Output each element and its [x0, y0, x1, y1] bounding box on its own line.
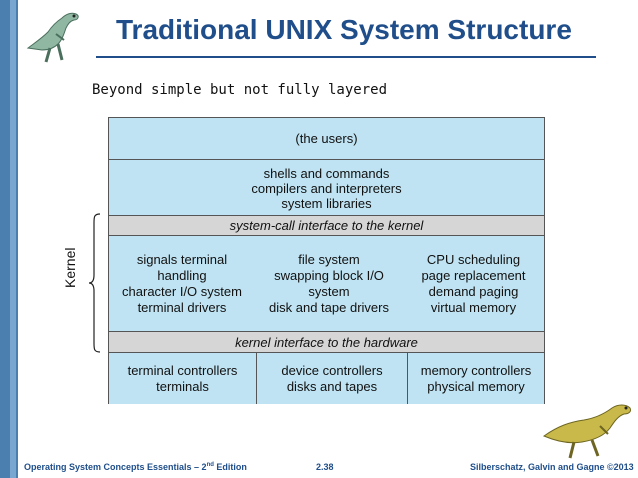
footer-book-text: Operating System Concepts Essentials – 2: [24, 462, 207, 472]
hw-col2-line-2: disks and tapes: [286, 378, 378, 394]
footer-book-title: Operating System Concepts Essentials – 2…: [24, 462, 247, 472]
hw-col1-line-1: terminal controllers: [127, 362, 238, 378]
left-accent-stripe: [10, 0, 16, 478]
syscall-interface-layer: system-call interface to the kernel: [109, 216, 544, 236]
footer-authors: Silberschatz, Galvin and Gagne ©2013: [470, 462, 634, 472]
hardware-column-memory: memory controllers physical memory: [408, 353, 544, 404]
kernel-col3-line-3: demand paging: [428, 283, 519, 299]
hardware-column-device: device controllers disks and tapes: [257, 353, 408, 404]
kernel-column-cpu: CPU scheduling page replacement demand p…: [403, 236, 544, 331]
kernel-col1-line-3: character I/O system: [122, 283, 242, 299]
kernel-brace-icon: [88, 213, 101, 353]
hw-col2-line-1: device controllers: [281, 362, 383, 378]
hardware-interface-layer: kernel interface to the hardware: [109, 331, 544, 353]
slide-title: Traditional UNIX System Structure: [116, 14, 572, 45]
shells-line-1: shells and commands: [263, 166, 390, 181]
kernel-col3-line-2: page replacement: [421, 267, 526, 283]
hardware-interface-label: kernel interface to the hardware: [235, 335, 418, 350]
dinosaur-corner-icon: [542, 404, 631, 459]
kernel-label: Kernel: [62, 247, 78, 288]
hardware-layer: terminal controllers terminals device co…: [109, 353, 544, 404]
kernel-col3-line-1: CPU scheduling: [426, 251, 521, 267]
unix-structure-diagram: (the users) shells and commands compiler…: [108, 117, 545, 404]
kernel-col2-line-4: disk and tape drivers: [269, 299, 389, 315]
shells-line-3: system libraries: [281, 196, 372, 211]
title-underline: [96, 56, 596, 58]
footer-book-suffix: Edition: [213, 462, 247, 472]
kernel-col2-line-2: swapping block I/O: [274, 267, 384, 283]
dinosaur-logo-icon: [26, 12, 79, 63]
syscall-interface-label: system-call interface to the kernel: [229, 218, 424, 233]
kernel-col2-line-3: system: [308, 283, 350, 299]
kernel-layer: signals terminal handling character I/O …: [109, 236, 544, 331]
shells-line-2: compilers and interpreters: [251, 181, 402, 196]
kernel-col3-line-4: virtual memory: [430, 299, 517, 315]
users-layer: (the users): [109, 118, 544, 160]
kernel-col2-line-1: file system: [298, 251, 360, 267]
hw-col3-line-1: memory controllers: [420, 362, 532, 378]
hw-col3-line-2: physical memory: [427, 378, 525, 394]
kernel-col1-line-2: handling: [157, 267, 207, 283]
users-label: (the users): [295, 131, 358, 146]
kernel-column-terminal: signals terminal handling character I/O …: [109, 236, 255, 331]
shells-layer: shells and commands compilers and interp…: [109, 160, 544, 216]
hw-col1-line-2: terminals: [156, 378, 209, 394]
slide-subtitle: Beyond simple but not fully layered: [92, 82, 388, 98]
kernel-column-filesystem: file system swapping block I/O system di…: [255, 236, 403, 331]
hardware-column-terminal: terminal controllers terminals: [109, 353, 257, 404]
footer-page-number: 2.38: [316, 462, 334, 472]
kernel-col1-line-1: signals terminal: [136, 251, 228, 267]
kernel-col1-line-4: terminal drivers: [137, 299, 227, 315]
footer-book-sup: nd: [206, 462, 214, 468]
